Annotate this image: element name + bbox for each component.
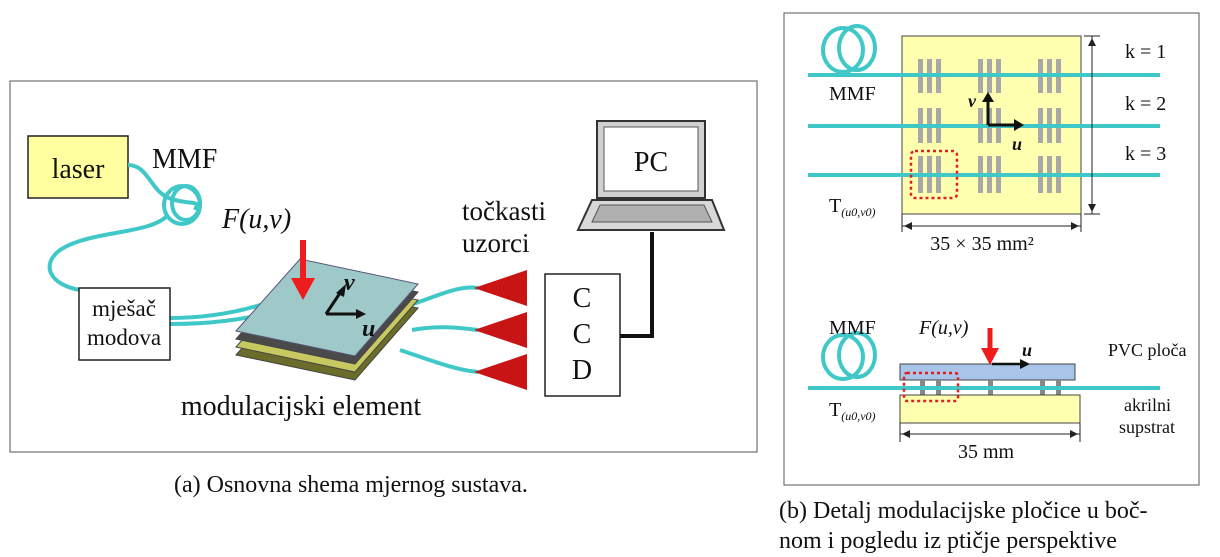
mode-mixer-box: [78, 287, 171, 361]
axis-u-label-a: u: [362, 316, 375, 342]
selection-box-top: [909, 149, 959, 200]
element-top-plate: [235, 258, 419, 357]
substrate-label-line1: akrilni: [1124, 395, 1171, 415]
fiber-paths-top: [808, 24, 1160, 177]
samples-label-line1: točkasti: [462, 196, 546, 226]
mmf-label: MMF: [152, 144, 217, 175]
pc-label: PC: [634, 147, 668, 178]
acrylic-substrate: [899, 394, 1081, 424]
dim-arrow: [1070, 430, 1078, 438]
mixer-label-line2: modova: [87, 325, 161, 350]
fiber-coil-top-1: [821, 26, 865, 74]
mmf-label-side: MMF: [829, 317, 876, 339]
ccd-pc-cable: [620, 232, 654, 338]
panel-a: laser MMF mješač modova F(u,v): [9, 80, 758, 453]
caption-b-line2: nom i pogledu iz ptičje perspektive: [779, 528, 1117, 554]
fiber-out-2: [411, 325, 479, 332]
dim-arrow: [1071, 222, 1079, 230]
fiber-out-1: [409, 285, 479, 307]
mixer-label-line1: mješač: [92, 296, 156, 321]
axis-u-head-side: [1020, 359, 1030, 369]
samples-label-line2: uzorci: [462, 228, 529, 258]
fiber-coil-side-1: [821, 333, 865, 381]
axis-v-head-a: [336, 284, 346, 297]
laptop-keyboard: [591, 204, 713, 223]
k1-label: k = 1: [1125, 41, 1166, 63]
sample-cone-1: [474, 270, 527, 306]
dim-arrow: [1088, 38, 1096, 46]
force-arrow-head-a: [291, 278, 315, 300]
caption-a: (a) Osnovna shema mjernog sustava.: [174, 472, 528, 498]
panel-b: MMF v u k = 1 k = 2 k = 3 T(u0,v0) 35 × …: [783, 12, 1200, 486]
k3-label: k = 3: [1125, 143, 1166, 165]
k2-label: k = 2: [1125, 93, 1166, 115]
length-label: 35 mm: [958, 441, 1015, 463]
axis-v-head-top: [982, 92, 994, 102]
selection-box-side: [902, 371, 960, 403]
sample-cone-3: [474, 354, 527, 390]
mmf-label-top: MMF: [829, 83, 876, 105]
ccd-letter-d: D: [572, 355, 592, 386]
size-label: 35 × 35 mm²: [930, 233, 1033, 255]
force-label-side: F(u,v): [918, 317, 969, 339]
laser-box: [27, 135, 129, 199]
fiber-coil-a2: [170, 184, 202, 222]
axis-u-label-top: u: [1012, 134, 1022, 154]
axis-u-head-a: [356, 309, 366, 319]
axis-u-label-side: u: [1022, 340, 1032, 360]
sample-cone-2: [474, 312, 527, 348]
t-label-top: T(u0,v0): [829, 195, 876, 219]
dim-arrow: [904, 222, 912, 230]
point-samples: [474, 270, 527, 390]
axis-v-label-top: v: [968, 91, 977, 111]
axis-u-head-top: [1014, 119, 1024, 131]
element-label: modulacijski element: [181, 391, 421, 422]
caption-b-line1: (b) Detalj modulacijske pločice u boč-: [779, 498, 1148, 524]
ccd-letter-c2: C: [573, 319, 592, 350]
fiber-coil-side-2: [837, 331, 877, 379]
substrate-label-line2: supstrat: [1119, 417, 1175, 437]
ccd-letter-c1: C: [573, 283, 592, 314]
axis-v-label-a: v: [344, 270, 355, 296]
pvc-label: PVC ploča: [1108, 340, 1187, 360]
force-arrow-head-side: [981, 348, 999, 365]
fiber-out-3: [399, 348, 479, 374]
dim-arrow: [1088, 204, 1096, 212]
fiber-to-mixer: [47, 213, 170, 292]
laser-label: laser: [52, 154, 106, 185]
force-label-a: F(u,v): [221, 204, 291, 235]
fiber-coil-top-2: [837, 24, 877, 72]
laptop-screen: [603, 126, 699, 192]
t-label-side: T(u0,v0): [829, 399, 876, 423]
fiber-laser-out: [127, 163, 199, 211]
dim-arrow: [902, 430, 910, 438]
ccd-box: [544, 273, 621, 397]
pc-laptop: [576, 120, 726, 231]
pvc-plate: [899, 363, 1076, 381]
